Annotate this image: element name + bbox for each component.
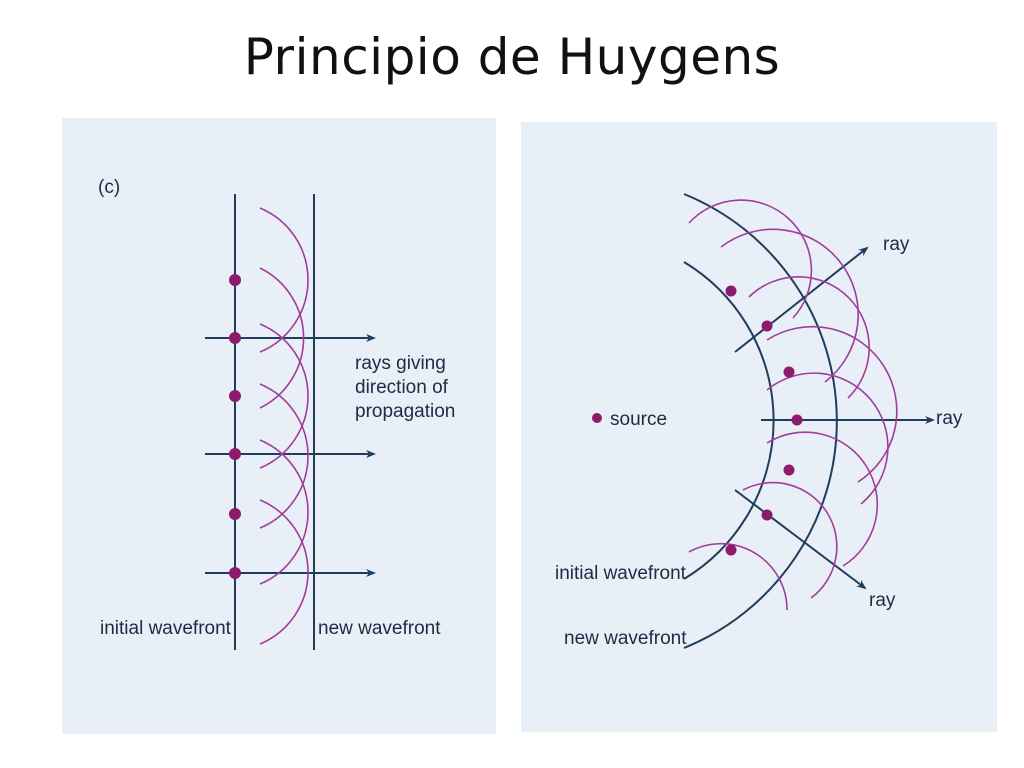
source-label: source bbox=[610, 409, 667, 430]
new-wavefront-label: new wavefront bbox=[564, 628, 687, 649]
ray-label-top: ray bbox=[883, 234, 910, 255]
slide-title: Principio de Huygens bbox=[243, 28, 781, 86]
source-point bbox=[592, 413, 602, 423]
plane-wave-svg: (c) rays giving direction of bbox=[98, 177, 455, 650]
wavelet-arc bbox=[742, 481, 838, 599]
ray-arrow-bottom bbox=[734, 489, 867, 590]
wavelet-arc bbox=[766, 431, 879, 567]
ray-label-middle: ray bbox=[936, 408, 963, 429]
source-dot bbox=[761, 509, 773, 521]
source-dot bbox=[229, 332, 241, 344]
wavelet-arc bbox=[766, 325, 898, 483]
source-dot bbox=[229, 274, 241, 286]
source-dot bbox=[783, 464, 795, 476]
plane-wave-diagram: (c) rays giving direction of bbox=[62, 118, 496, 734]
source-dot bbox=[229, 390, 241, 402]
source-dot bbox=[761, 320, 773, 332]
initial-wavefront-arc bbox=[683, 261, 775, 580]
source-dot bbox=[783, 366, 795, 378]
wavelet-arc bbox=[259, 267, 305, 409]
wavelets bbox=[688, 199, 898, 611]
wavelet-arc bbox=[259, 439, 309, 585]
initial-wavefront-label: initial wavefront bbox=[555, 563, 687, 584]
source-dot bbox=[791, 414, 803, 426]
rays-label-line1: rays giving bbox=[355, 353, 446, 374]
source-dot bbox=[725, 544, 737, 556]
wavelet-arc bbox=[688, 542, 788, 611]
spherical-wave-svg: source ray ray ray initial wavefront new… bbox=[555, 193, 963, 649]
wavelet-sources bbox=[592, 285, 803, 556]
wavelet-sources bbox=[229, 274, 241, 579]
source-dot bbox=[725, 285, 737, 297]
wavelet-arc bbox=[259, 323, 309, 469]
initial-wavefront-label: initial wavefront bbox=[100, 618, 232, 639]
wavelet-arc bbox=[688, 199, 813, 319]
wavelet-arc bbox=[259, 207, 309, 353]
rays-label-line2: direction of bbox=[355, 377, 449, 398]
panel-label-c: (c) bbox=[98, 177, 120, 198]
source-dot bbox=[229, 508, 241, 520]
new-wavefront-label: new wavefront bbox=[318, 618, 441, 639]
source-dot bbox=[229, 448, 241, 460]
wavelet-arc bbox=[748, 275, 871, 399]
wavelet-arc bbox=[766, 372, 889, 505]
ray-label-bottom: ray bbox=[869, 590, 896, 611]
wavelets bbox=[259, 207, 309, 645]
ray-arrow-top bbox=[734, 246, 869, 353]
rays-label-line3: propagation bbox=[355, 401, 455, 422]
wavelet-arc bbox=[259, 499, 309, 645]
spherical-wave-diagram: source ray ray ray initial wavefront new… bbox=[521, 122, 997, 732]
source-dot bbox=[229, 567, 241, 579]
wavelet-arc bbox=[720, 228, 859, 383]
